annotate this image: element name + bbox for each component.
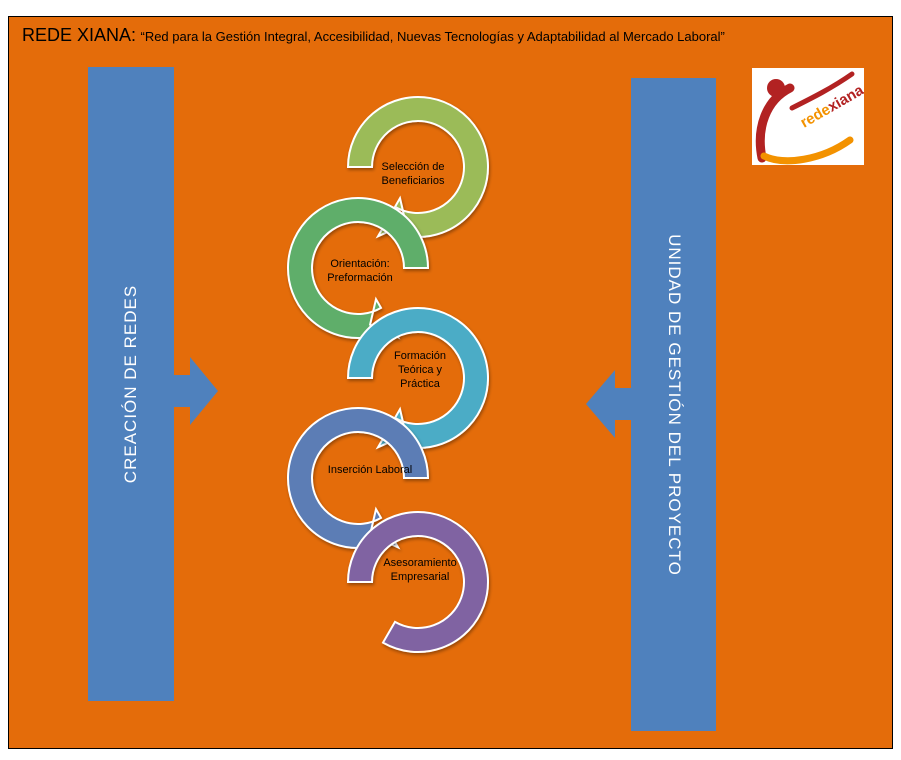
step-1-line-1: Selección de (381, 161, 445, 173)
step-5-line-2: Empresarial (390, 571, 450, 583)
step-3-line-2: Teórica y (397, 364, 443, 376)
right-column-unidad-gestion: UNIDAD DE GESTIÓN DEL PROYECTO (631, 78, 716, 731)
header-title: REDE XIANA: “Red para la Gestión Integra… (22, 25, 892, 46)
step-orientacion-preformacion: Orientación: Preformación (305, 257, 415, 285)
step-2-line-1: Orientación: (330, 258, 390, 270)
step-seleccion-beneficiarios: Selección de Beneficiarios (363, 160, 463, 188)
step-formacion-teorica-practica: Formación Teórica y Práctica (370, 349, 470, 391)
step-3-line-3: Práctica (400, 378, 440, 390)
step-2-line-2: Preformación (327, 272, 393, 284)
header-brand: REDE XIANA: (22, 25, 137, 45)
step-1-line-2: Beneficiarios (381, 175, 445, 187)
step-asesoramiento-empresarial: Asesoramiento Empresarial (370, 556, 470, 584)
redexiana-logo-mark: redexiana (755, 71, 867, 165)
step-4-line-1: Inserción Laboral (327, 464, 413, 476)
step-5-line-1: Asesoramiento (383, 557, 457, 569)
redexiana-logo: redexiana (752, 68, 867, 165)
left-column-creacion-de-redes: CREACIÓN DE REDES (88, 67, 174, 701)
right-arrow-left-pointing (586, 370, 631, 438)
step-insercion-laboral: Inserción Laboral (315, 463, 425, 477)
header-subtitle: “Red para la Gestión Integral, Accesibil… (140, 29, 725, 44)
step-3-line-1: Formación (394, 350, 446, 362)
process-ring-arrow-5 (346, 511, 489, 653)
left-arrow-right-pointing (174, 357, 218, 425)
